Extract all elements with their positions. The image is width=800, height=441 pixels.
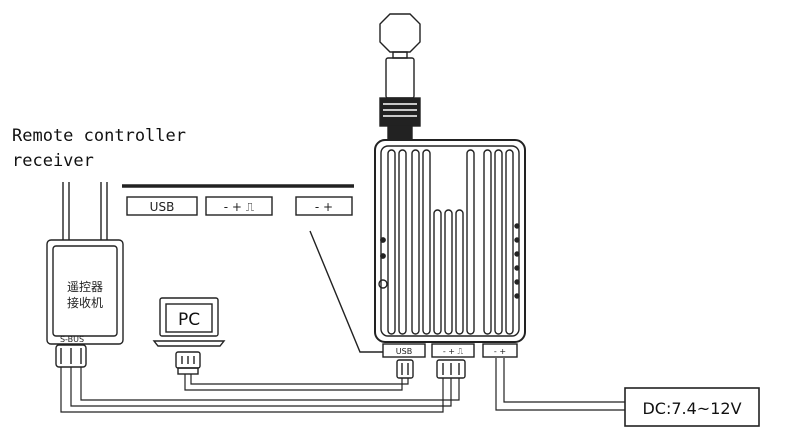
antenna-connector [379,13,421,141]
device-signal-connector [436,359,466,379]
receiver-title-line1: Remote controller [12,126,186,146]
legend-power: - + [295,196,353,216]
receiver-box-line1: 遥控器 [67,280,103,294]
usb-plug [175,351,201,375]
legend-usb-label: USB [150,200,175,214]
legend-signal-label: - + ⎍ [224,200,255,214]
pc-laptop: PC [152,297,226,347]
power-cable-1 [495,358,625,411]
usb-cable-1 [184,374,403,391]
legend-power-label: - + [315,200,333,214]
device-port-signal: - + ⎍ [431,343,475,358]
device-port-signal-label: - + ⎍ [443,347,464,356]
led-indicator [380,253,386,259]
device-usb-connector [396,359,414,379]
usb-cable-2 [190,374,409,385]
sbus-cable-1 [60,367,444,413]
led-indicator [514,265,520,271]
led-indicator [514,293,520,299]
device-port-power: - + [482,343,518,358]
legend-signal: - + ⎍ [205,196,273,216]
cables [60,358,625,413]
receiver-antennas [62,182,108,240]
led-indicator [514,223,520,229]
receiver-title-line2: receiver [12,151,94,171]
dc-power-box: DC:7.4~12V [624,387,760,427]
led-indicator [514,237,520,243]
led-indicator [514,251,520,257]
button-indicator [378,279,388,289]
receiver-title: Remote controller receiver [12,124,242,174]
sbus-cable-3 [80,367,460,401]
led-indicator [380,237,386,243]
receiver-connector [55,344,87,368]
device-housing [374,139,526,343]
device-port-power-label: - + [494,347,506,356]
receiver-port-label: S-BUS [60,335,84,344]
receiver-box: 遥控器 接收机 S-BUS [46,239,124,345]
power-cable-2 [503,358,625,403]
device-port-usb: USB [382,343,426,358]
usb-pointer-line [309,230,383,353]
dc-power-label: DC:7.4~12V [642,399,741,418]
device-port-usb-label: USB [396,347,412,356]
receiver-box-line2: 接收机 [67,295,103,310]
legend-usb: USB [126,196,198,216]
sbus-cable-2 [70,367,452,407]
led-indicator [514,279,520,285]
pc-label: PC [178,310,200,330]
